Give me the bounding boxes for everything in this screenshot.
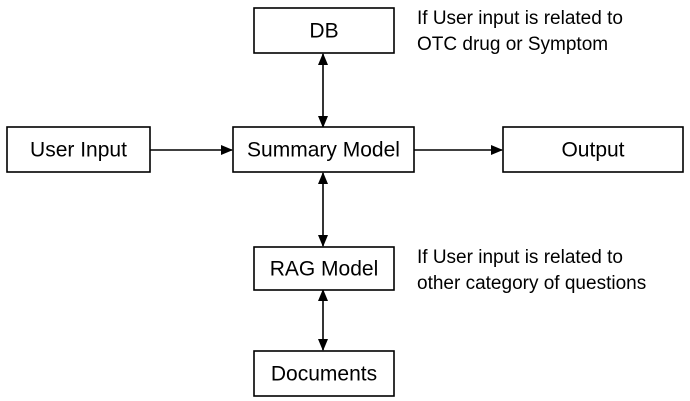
node-user-input: User Input: [6, 126, 151, 173]
node-summary-model: Summary Model: [232, 126, 415, 173]
node-output: Output: [502, 126, 684, 173]
db-condition-line2: OTC drug or Symptom: [417, 34, 608, 55]
rag-condition-line1: If User input is related to: [417, 247, 623, 268]
node-db-label: DB: [309, 20, 338, 43]
rag-condition-line2: other category of questions: [417, 273, 646, 294]
db-condition-line1: If User input is related to: [417, 8, 623, 29]
node-user-input-label: User Input: [30, 139, 127, 162]
node-rag-model-label: RAG Model: [270, 258, 379, 281]
db-condition-note: If User input is related to OTC drug or …: [417, 8, 623, 55]
node-summary-model-label: Summary Model: [247, 139, 400, 162]
node-documents: Documents: [253, 350, 395, 397]
node-documents-label: Documents: [271, 363, 377, 386]
node-db: DB: [253, 7, 395, 54]
node-rag-model: RAG Model: [253, 246, 395, 291]
node-output-label: Output: [561, 139, 624, 162]
rag-condition-note: If User input is related to other catego…: [417, 247, 646, 294]
